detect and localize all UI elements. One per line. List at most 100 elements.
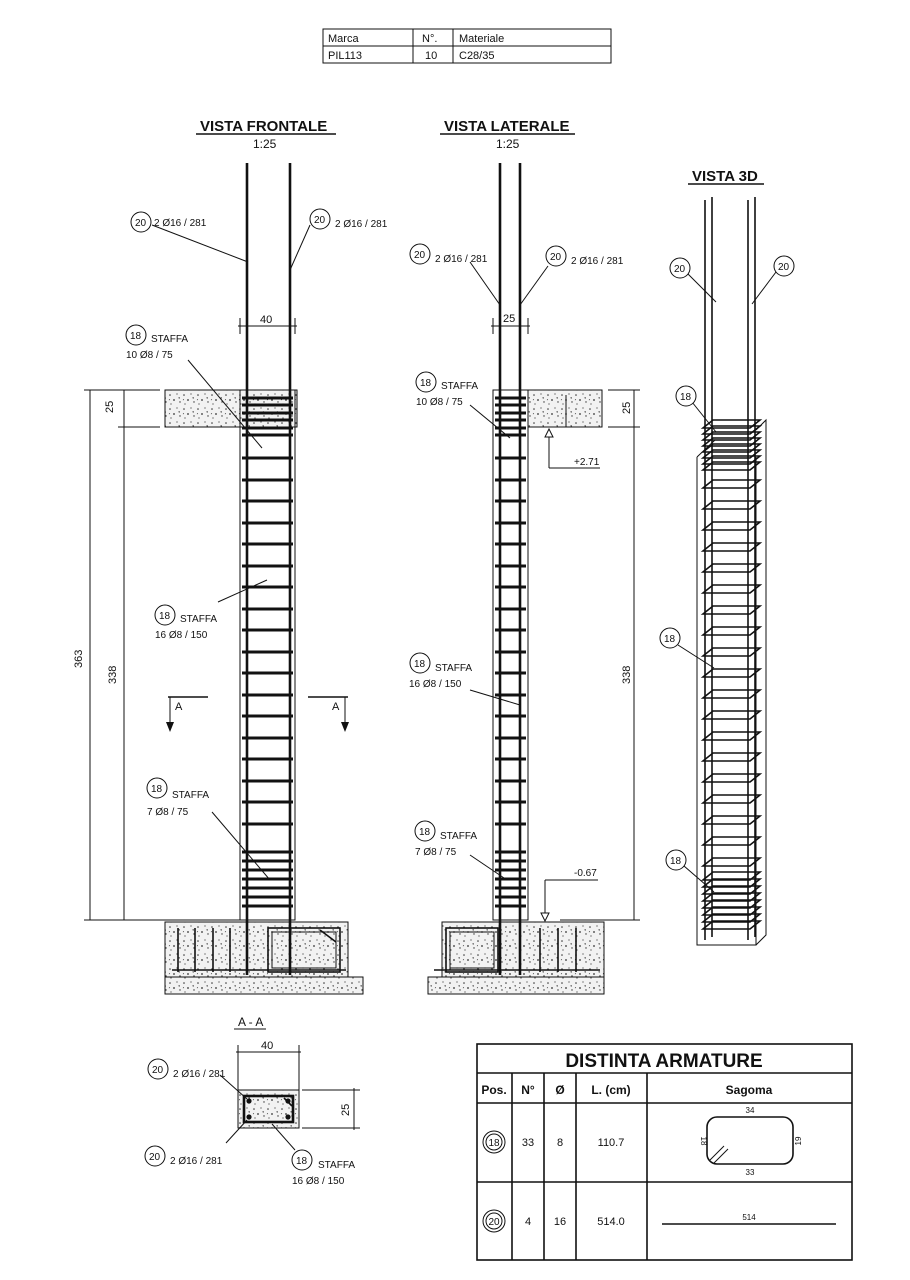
schedule-row1-shape-bottom: 33 [746, 1168, 755, 1177]
side-callout-bars-right: 2 Ø16 / 281 [571, 256, 624, 267]
schedule-row2-length: 514.0 [597, 1216, 625, 1228]
section-callout-staffa: STAFFA [318, 1160, 355, 1171]
side-callout-bubble-20b: 20 [550, 252, 562, 263]
3d-view: 20 20 18 18 18 [659, 197, 795, 946]
section-depth-dim: 25 [340, 1104, 352, 1116]
3d-stirrup-loop [700, 521, 763, 531]
front-slab-dim: 25 [104, 401, 116, 413]
3d-stirrup-loop [700, 425, 763, 435]
3d-stirrup-loop [700, 689, 763, 699]
3d-view-title: VISTA 3D [692, 168, 758, 185]
side-view-title: VISTA LATERALE [444, 118, 570, 135]
schedule-header-length: L. (cm) [591, 1083, 630, 1097]
side-foundation [441, 921, 605, 978]
section-callout-stirrups: 16 Ø8 / 150 [292, 1176, 345, 1187]
3d-stirrup-loop [700, 906, 763, 916]
schedule-header-pos: Pos. [481, 1083, 506, 1097]
3d-stirrup-loop [700, 899, 763, 909]
3d-stirrup-loop [700, 647, 763, 657]
level-top: +2.71 [574, 457, 600, 468]
front-width-dim: 40 [260, 314, 272, 326]
3d-stirrup-loop [700, 731, 763, 741]
3d-callout-bubble-18c: 18 [670, 856, 682, 867]
3d-stirrup-loop [700, 449, 763, 459]
schedule-row1-stirrup-shape [706, 1116, 794, 1165]
side-callout-staffa-bot: STAFFA [440, 831, 477, 842]
level-bottom: -0.67 [574, 868, 597, 879]
schedule-row1-length: 110.7 [598, 1137, 625, 1149]
side-width-dim: 25 [503, 313, 515, 325]
title-block-header-number: N°. [422, 33, 437, 45]
front-callout-bubble-18c: 18 [151, 784, 163, 795]
side-callout-bubble-20a: 20 [414, 250, 426, 261]
side-callout-stirrups-bot: 7 Ø8 / 75 [415, 847, 457, 858]
3d-stirrup-loop [700, 431, 763, 441]
rebar-schedule: DISTINTA ARMATURE Pos. N° Ø L. (cm) Sago… [476, 1043, 853, 1261]
section-mark-right: A [332, 701, 340, 713]
front-callout-staffa-bot: STAFFA [172, 790, 209, 801]
title-block-header-material: Materiale [459, 33, 504, 45]
section-mark-left: A [175, 701, 183, 713]
3d-stirrup-loop [700, 878, 763, 888]
side-callout-staffa-mid: STAFFA [435, 663, 472, 674]
front-clear-height-dim: 338 [107, 666, 119, 684]
3d-stirrup-loop [700, 913, 763, 923]
3d-stirrup-loop [700, 836, 763, 846]
front-lean-concrete [164, 976, 364, 995]
front-callout-staffa-mid: STAFFA [180, 614, 217, 625]
schedule-row2-count: 4 [525, 1216, 531, 1228]
section-callout-bubble-18: 18 [296, 1156, 308, 1167]
side-view: 25 25 338 +2.71 -0.67 20 2 Ø16 / 281 20 … [409, 163, 640, 995]
3d-stirrup-loop [700, 443, 763, 453]
schedule-header-number: N° [521, 1083, 535, 1097]
side-column-outline [492, 389, 529, 921]
side-callout-bars-left: 2 Ø16 / 281 [435, 254, 488, 265]
front-total-height-dim: 363 [73, 650, 85, 668]
3d-stirrup-loop [700, 500, 763, 510]
3d-stirrup-loop [700, 752, 763, 762]
3d-callout-bubble-18a: 18 [680, 392, 692, 403]
3d-stirrup-loop [700, 794, 763, 804]
3d-stirrup-loop [700, 710, 763, 720]
title-block: Marca N°. Materiale PIL113 10 C28/35 [322, 28, 612, 64]
schedule-row1-shape-left: 18 [699, 1137, 708, 1146]
side-callout-bubble-18b: 18 [414, 659, 426, 670]
front-callout-bubble-18b: 18 [159, 611, 171, 622]
section-title: A - A [238, 1015, 263, 1029]
3d-callout-bubble-18b: 18 [664, 634, 676, 645]
front-column-outline [239, 389, 296, 921]
section-callout-bars-bottom: 2 Ø16 / 281 [170, 1156, 223, 1167]
front-callout-staffa-top: STAFFA [151, 334, 188, 345]
3d-stirrup-loop [700, 605, 763, 615]
schedule-row2-shape-label: 514 [742, 1213, 756, 1222]
section-stirrup [242, 1094, 295, 1124]
section-callout-bubble-20a: 20 [152, 1065, 164, 1076]
section-aa: A - A 40 25 20 2 Ø16 / 281 20 2 Ø16 / 28… [144, 1015, 360, 1187]
3d-stirrup-loop [700, 419, 763, 429]
side-slab [527, 389, 603, 428]
front-callout-stirrups-mid: 16 Ø8 / 150 [155, 630, 208, 641]
front-callout-bars-left: 2 Ø16 / 281 [154, 218, 207, 229]
schedule-row2-pos: 20 [488, 1217, 500, 1228]
schedule-row1-count: 33 [522, 1137, 534, 1149]
3d-stirrup-loop [700, 892, 763, 902]
3d-stirrup-loop [700, 542, 763, 552]
section-callout-bars-top: 2 Ø16 / 281 [173, 1069, 226, 1080]
schedule-row1-shape-right: 19 [794, 1136, 803, 1145]
schedule-row1-diameter: 8 [557, 1137, 563, 1149]
3d-stirrup-loop [700, 857, 763, 867]
3d-stirrup-loop [700, 668, 763, 678]
3d-stirrups [700, 419, 763, 930]
3d-stirrup-loop [700, 461, 763, 471]
schedule-header-shape: Sagoma [726, 1083, 773, 1097]
3d-stirrup-loop [700, 920, 763, 930]
side-lean-concrete [427, 976, 605, 995]
section-width-dim: 40 [261, 1040, 273, 1052]
3d-stirrup-loop [700, 479, 763, 489]
side-view-scale: 1:25 [496, 137, 520, 151]
front-view: 40 25 363 338 A A 20 2 Ø16 / 281 20 2 Ø1… [73, 163, 388, 995]
front-callout-bars-right: 2 Ø16 / 281 [335, 219, 388, 230]
section-callout-bubble-20b: 20 [149, 1152, 161, 1163]
3d-stirrup-loop [700, 815, 763, 825]
